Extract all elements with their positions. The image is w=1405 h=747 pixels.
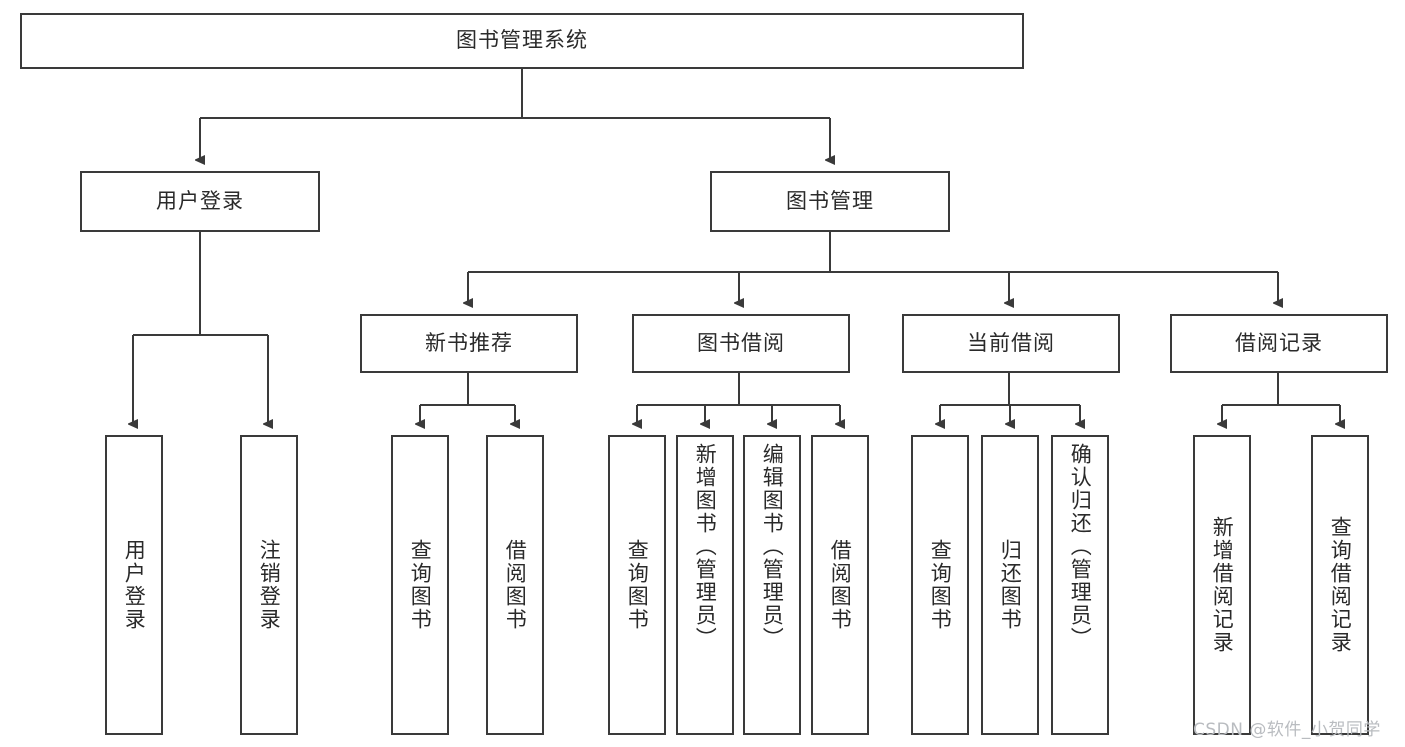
node-borrowing-record[interactable]: 借阅记录 xyxy=(1170,314,1388,373)
node-user-login[interactable]: 用户登录 xyxy=(80,171,320,232)
node-current-borrowing[interactable]: 当前借阅 xyxy=(902,314,1120,373)
leaf-new-book-query-book[interactable]: 查询图书 xyxy=(391,435,449,735)
leaf-book-borrow-borrow-book[interactable]: 借阅图书 xyxy=(811,435,869,735)
node-book-management[interactable]: 图书管理 xyxy=(710,171,950,232)
leaf-book-borrow-edit-book-admin[interactable]: 编辑图书（管理员） xyxy=(743,435,801,735)
node-new-book-recommendation[interactable]: 新书推荐 xyxy=(360,314,578,373)
leaf-new-book-borrow-book[interactable]: 借阅图书 xyxy=(486,435,544,735)
leaf-current-borrow-confirm-return-admin[interactable]: 确认归还（管理员） xyxy=(1051,435,1109,735)
leaf-user-login-signin[interactable]: 用户登录 xyxy=(105,435,163,735)
node-book-borrowing[interactable]: 图书借阅 xyxy=(632,314,850,373)
leaf-current-borrow-return-book[interactable]: 归还图书 xyxy=(981,435,1039,735)
leaf-book-borrow-query-book[interactable]: 查询图书 xyxy=(608,435,666,735)
leaf-borrow-record-query-record[interactable]: 查询借阅记录 xyxy=(1311,435,1369,735)
leaf-current-borrow-query-book[interactable]: 查询图书 xyxy=(911,435,969,735)
leaf-book-borrow-add-book-admin[interactable]: 新增图书（管理员） xyxy=(676,435,734,735)
leaf-user-login-signout[interactable]: 注销登录 xyxy=(240,435,298,735)
leaf-borrow-record-add-record[interactable]: 新增借阅记录 xyxy=(1193,435,1251,735)
node-root-book-management-system[interactable]: 图书管理系统 xyxy=(20,13,1024,69)
csdn-watermark: CSDN @软件_小贺同学 xyxy=(1193,720,1381,740)
